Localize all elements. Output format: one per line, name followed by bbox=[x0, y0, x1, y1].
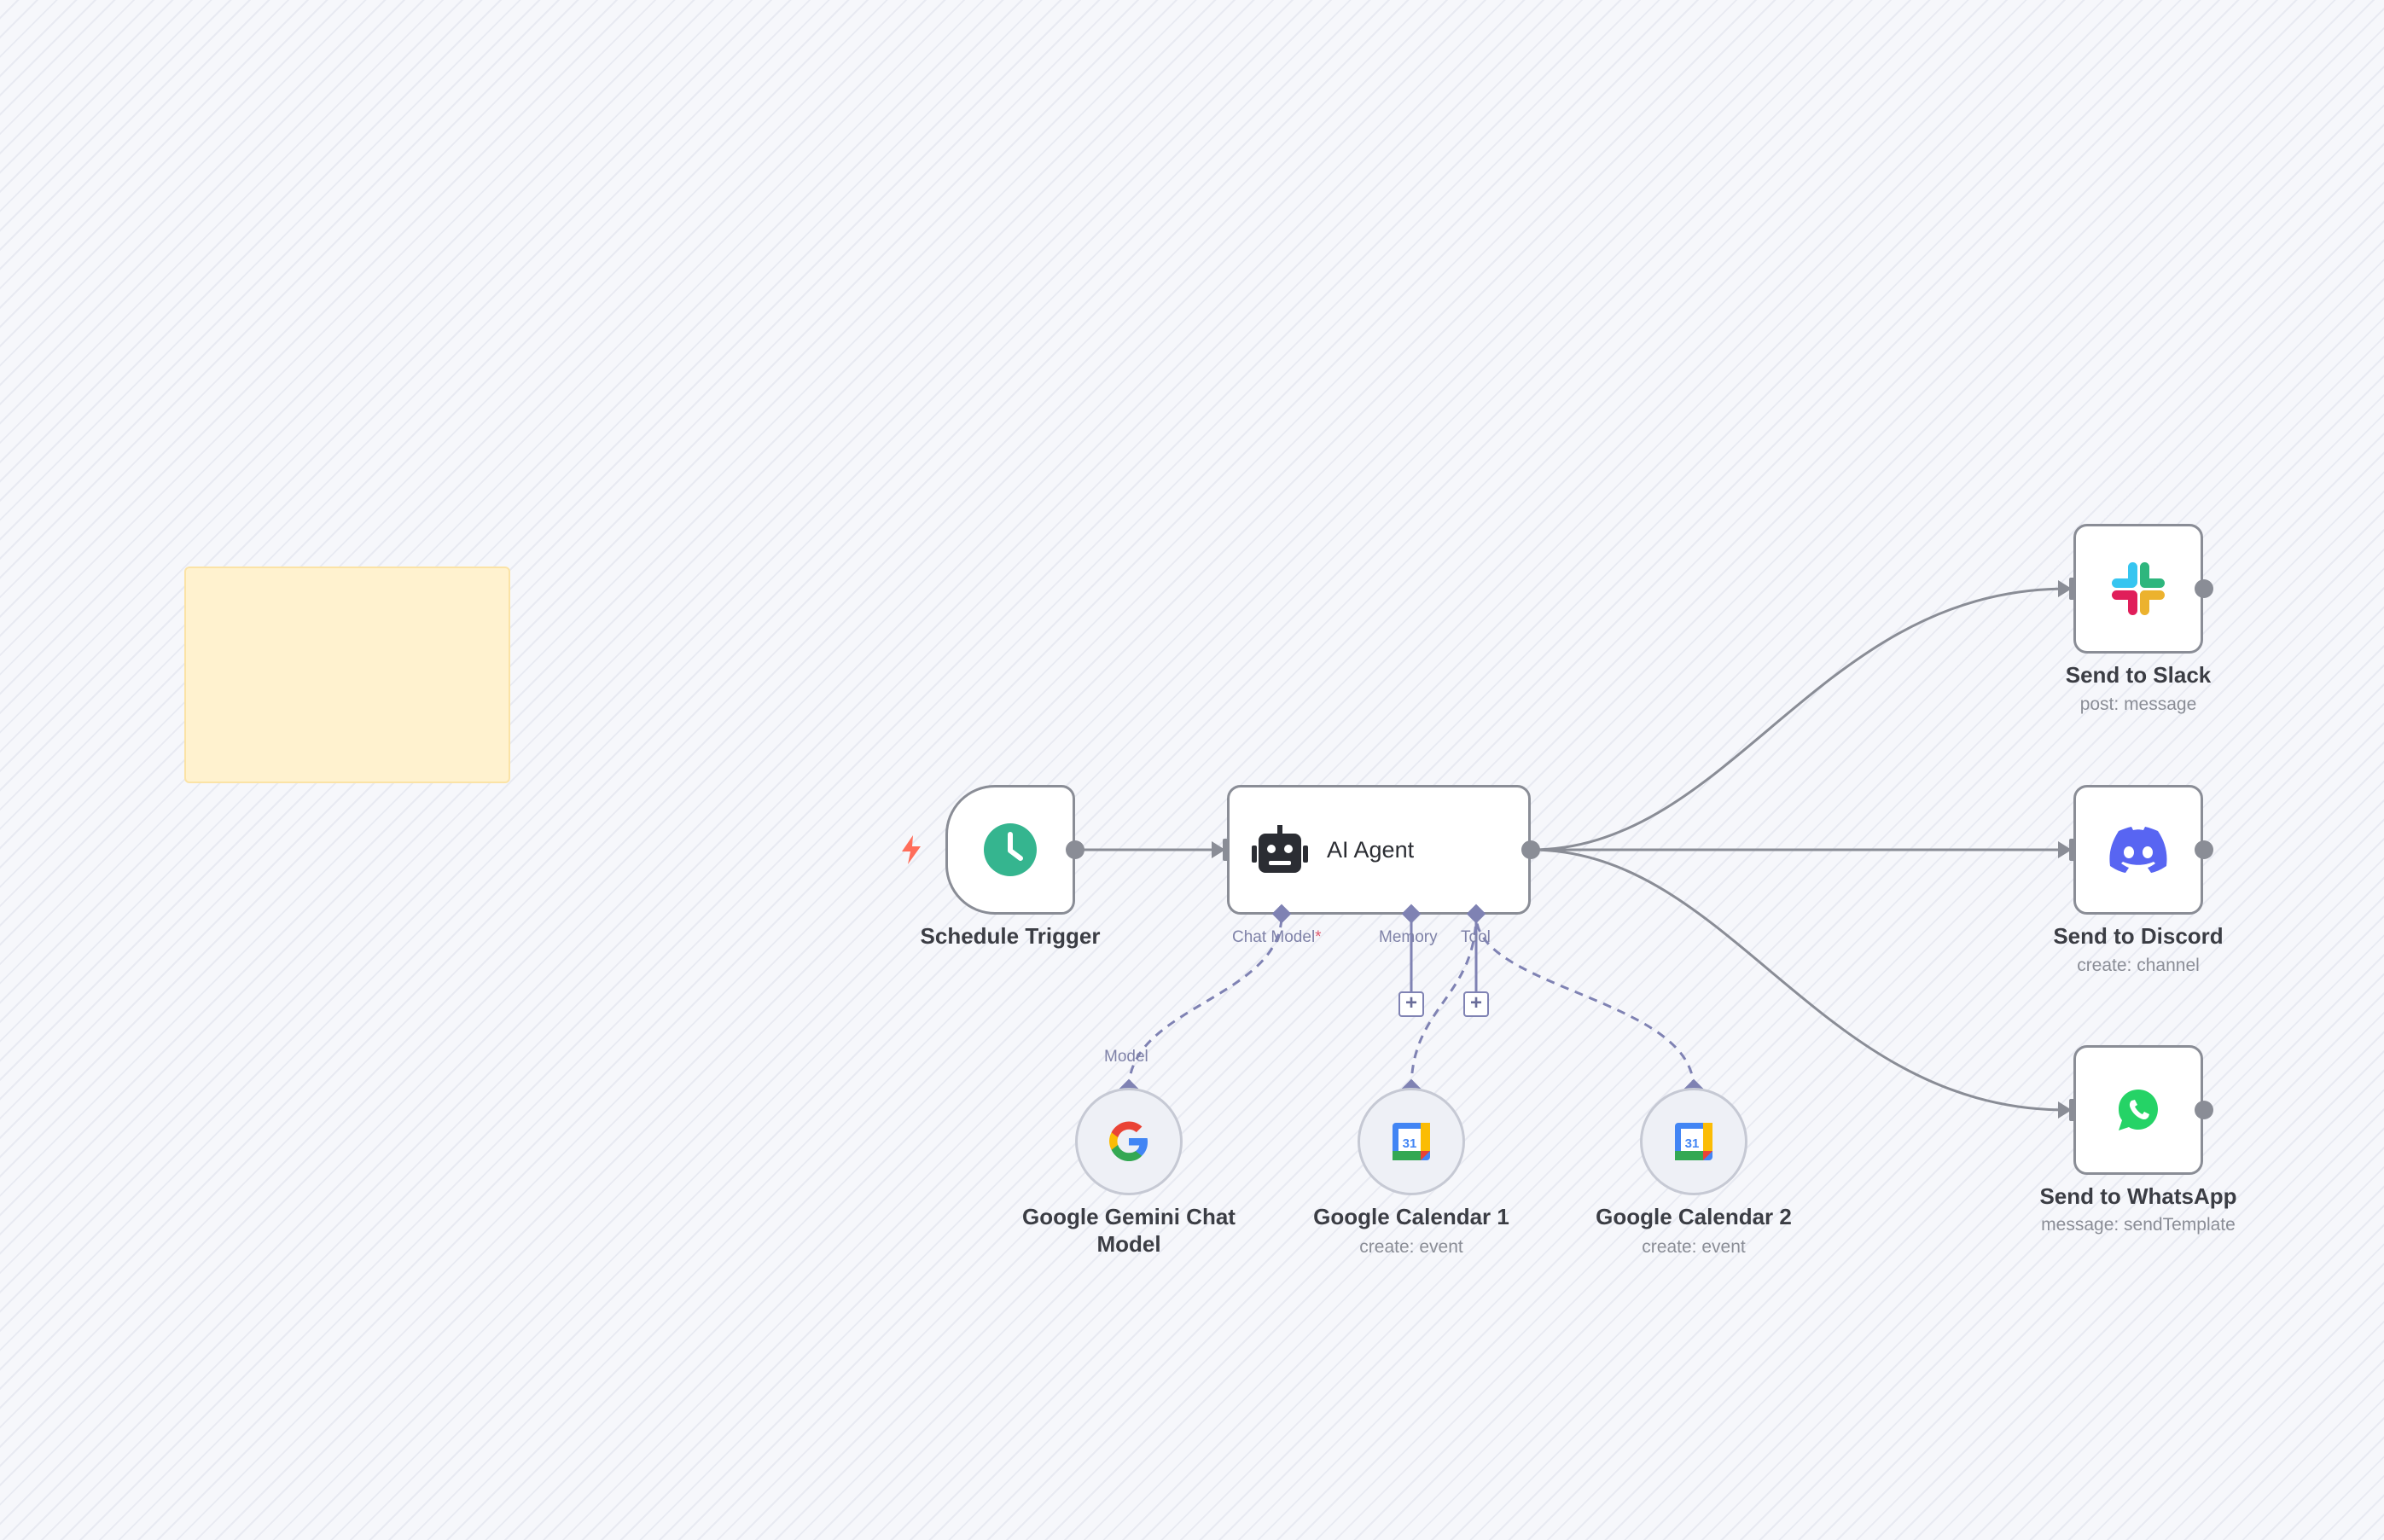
send-to-discord-subtitle: create: channel bbox=[2077, 956, 2200, 975]
google-calendar-1-node[interactable]: 31 bbox=[1358, 1088, 1465, 1195]
send-to-whatsapp-subtitle: message: sendTemplate bbox=[2041, 1215, 2236, 1235]
arrow-slack-input bbox=[2058, 580, 2072, 597]
google-gemini-chat-model-node[interactable] bbox=[1075, 1088, 1183, 1195]
add-tool-button[interactable]: + bbox=[1463, 991, 1489, 1017]
edge-calendar1-to-tool[interactable] bbox=[1410, 915, 1478, 1090]
discord-output-handle[interactable] bbox=[2195, 840, 2213, 859]
google-calendar-2-label: Google Calendar 2 bbox=[1596, 1204, 1792, 1229]
ai-agent-title: AI Agent bbox=[1327, 836, 1415, 863]
whatsapp-input-handle[interactable] bbox=[2069, 1099, 2077, 1121]
send-to-discord-node[interactable] bbox=[2073, 785, 2203, 915]
calendar1-badge: 31 bbox=[1403, 1136, 1417, 1151]
arrow-whatsapp-input bbox=[2058, 1101, 2072, 1119]
send-to-slack-subtitle: post: message bbox=[2079, 694, 2197, 714]
send-to-discord-label: Send to Discord bbox=[2053, 923, 2224, 949]
send-to-whatsapp-label: Send to WhatsApp bbox=[2039, 1183, 2237, 1209]
ai-agent-node[interactable]: AI Agent bbox=[1227, 785, 1531, 915]
agent-output-handle[interactable] bbox=[1521, 840, 1540, 859]
google-calendar-icon: 31 bbox=[1393, 1123, 1430, 1160]
google-calendar-1-subtitle: create: event bbox=[1359, 1237, 1463, 1257]
add-memory-button[interactable]: + bbox=[1398, 991, 1424, 1017]
gemini-label-line-1: Google Gemini Chat bbox=[1022, 1204, 1236, 1229]
discord-input-handle[interactable] bbox=[2069, 839, 2077, 861]
slack-input-handle[interactable] bbox=[2069, 578, 2077, 600]
whatsapp-icon bbox=[2119, 1090, 2158, 1130]
trigger-output-handle[interactable] bbox=[1066, 840, 1084, 859]
edge-calendar2-to-tool[interactable] bbox=[1474, 915, 1695, 1090]
memory-port-label: Memory bbox=[1379, 928, 1438, 946]
lightning-icon bbox=[902, 835, 921, 864]
arrow-agent-input bbox=[1212, 841, 1225, 858]
agent-input-handle[interactable] bbox=[1223, 839, 1230, 861]
model-port-label: Model bbox=[1104, 1048, 1148, 1066]
edge-agent-to-whatsapp[interactable] bbox=[1530, 848, 2067, 1112]
slack-icon bbox=[2112, 562, 2165, 615]
google-icon bbox=[1109, 1121, 1148, 1161]
schedule-trigger-node[interactable] bbox=[945, 785, 1075, 915]
send-to-whatsapp-node[interactable] bbox=[2073, 1045, 2203, 1175]
schedule-trigger-label: Schedule Trigger bbox=[920, 923, 1101, 949]
chat-model-port-label: Chat Model* bbox=[1232, 928, 1322, 946]
edge-agent-to-slack[interactable] bbox=[1530, 587, 2067, 851]
google-gemini-chat-model-label: Google Gemini Chat Model bbox=[984, 1203, 1274, 1258]
google-calendar-icon: 31 bbox=[1675, 1123, 1712, 1160]
tool-port-label: Tool bbox=[1461, 928, 1491, 946]
discord-icon bbox=[2109, 827, 2167, 873]
calendar2-badge: 31 bbox=[1685, 1136, 1700, 1151]
arrow-discord-input bbox=[2058, 841, 2072, 858]
robot-icon bbox=[1252, 825, 1308, 873]
google-calendar-2-node[interactable]: 31 bbox=[1640, 1088, 1747, 1195]
clock-icon bbox=[984, 823, 1037, 876]
send-to-slack-node[interactable] bbox=[2073, 524, 2203, 654]
slack-output-handle[interactable] bbox=[2195, 579, 2213, 598]
google-calendar-2-subtitle: create: event bbox=[1642, 1237, 1746, 1257]
whatsapp-output-handle[interactable] bbox=[2195, 1101, 2213, 1119]
google-calendar-1-label: Google Calendar 1 bbox=[1313, 1204, 1509, 1229]
send-to-slack-label: Send to Slack bbox=[2065, 662, 2212, 688]
sticky-note[interactable] bbox=[184, 567, 510, 783]
gemini-label-line-2: Model bbox=[1096, 1231, 1161, 1257]
